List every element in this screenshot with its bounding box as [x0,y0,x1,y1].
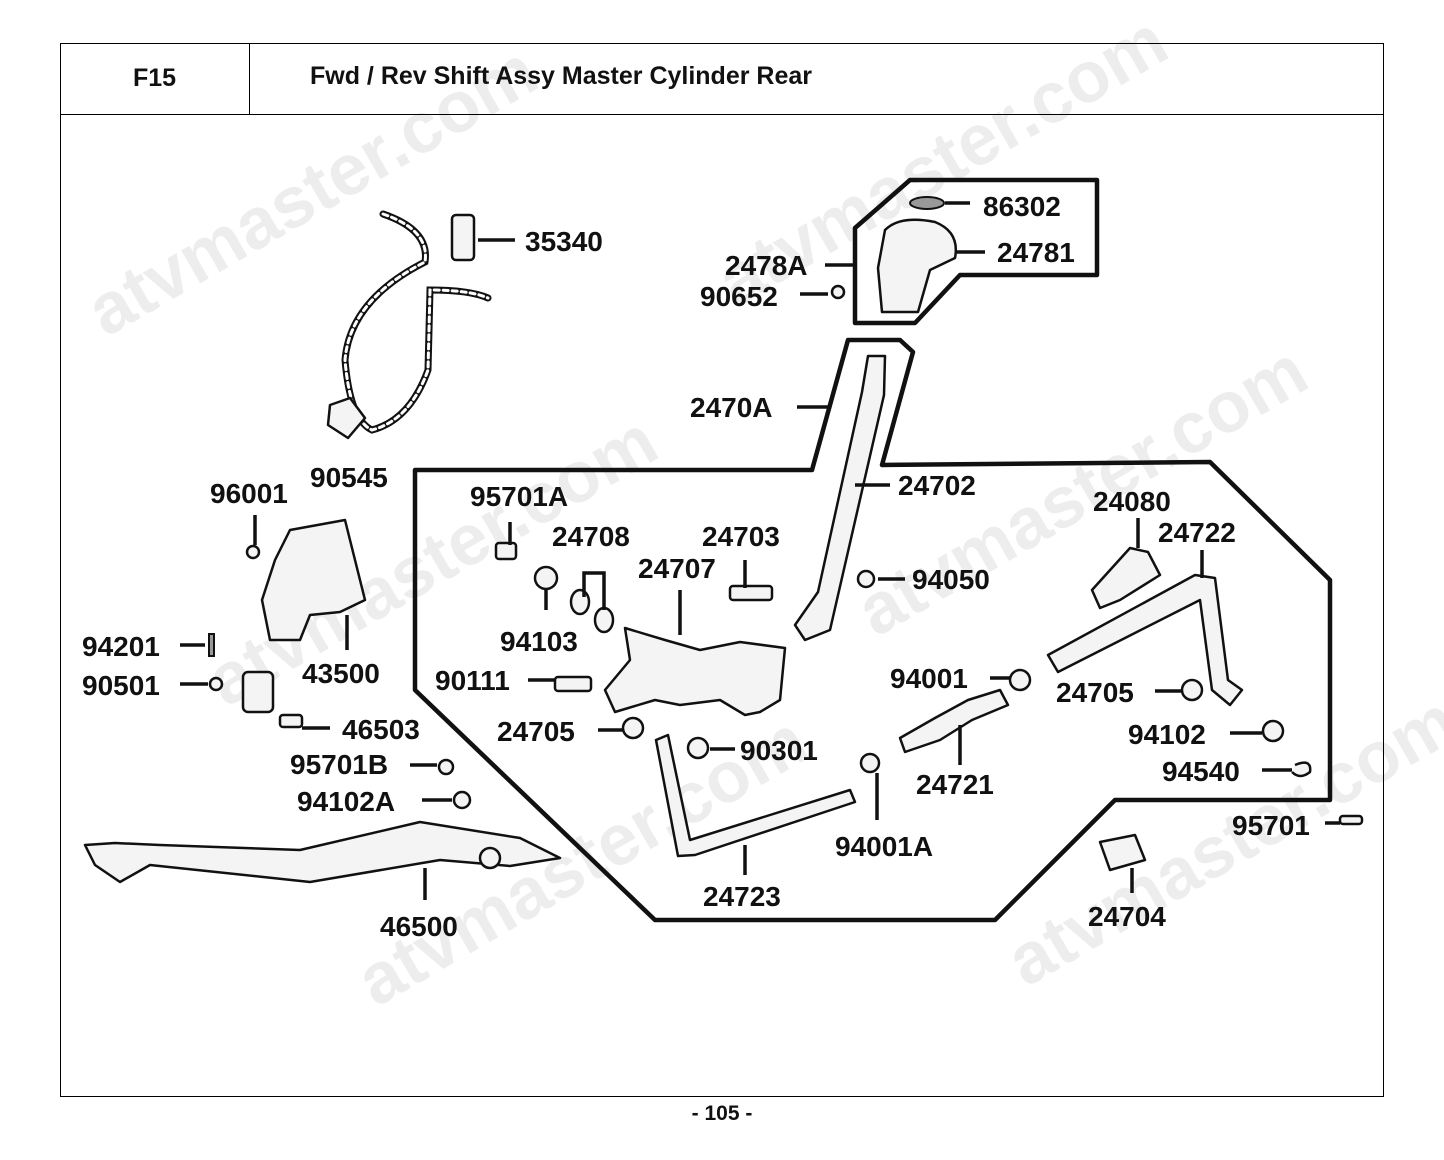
shift-rod-24723 [654,733,857,858]
callout-94540: 94540 [1162,756,1240,787]
callout-24707: 24707 [638,553,716,584]
callout-95701B: 95701B [290,749,388,780]
diagram-frame [60,43,1384,1097]
badge-86302 [909,196,945,210]
washer-90501 [208,676,224,692]
clevis-46503 [241,670,275,714]
callout-94103: 94103 [500,626,578,657]
callout-90501: 90501 [82,670,160,701]
shift-knob-24781 [876,218,958,314]
shift-arm-24707 [603,626,787,717]
spring-24704 [1098,833,1147,872]
pedal-pivot [478,846,502,870]
leader-24708 [582,571,606,610]
callout-94201: 94201 [82,631,160,662]
callout-2478A: 2478A [725,250,808,281]
nut-94001A [859,752,881,774]
callout-24708: 24708 [552,521,630,552]
clip-94540 [1291,761,1312,778]
callout-95701A: 95701A [470,481,568,512]
callout-86302: 86302 [983,191,1061,222]
title-divider [250,114,1384,115]
callout-24703: 24703 [702,521,780,552]
page-title: Fwd / Rev Shift Assy Master Cylinder Rea… [310,62,813,90]
callout-24702: 24702 [898,470,976,501]
page-number: - 105 - [691,1102,753,1125]
callout-46503: 46503 [342,714,420,745]
oring-24708b [593,606,615,634]
adjuster-24721 [898,688,1010,754]
bolt-24703 [728,584,774,602]
knob-group-outline [852,177,1100,326]
shift-rod-24722 [1046,573,1244,707]
brake-pedal-46500 [83,820,562,884]
callout-2470A: 2470A [690,392,773,423]
shift-lever-24702 [793,354,887,642]
collar-24705a [621,716,645,740]
callout-24705: 24705 [1056,677,1134,708]
callout-90545: 90545 [310,462,388,493]
nut-90652 [830,284,846,300]
callout-24722: 24722 [1158,517,1236,548]
callout-94050: 94050 [912,564,990,595]
callout-24723: 24723 [703,881,781,912]
collar-24705b [1180,678,1204,702]
bracket-24080 [1090,546,1162,610]
pin-95701 [1338,814,1364,826]
callout-90111: 90111 [435,665,510,696]
callout-95701: 95701 [1232,810,1310,841]
switch-35340 [450,213,476,262]
callout-46500: 46500 [380,911,458,942]
callout-24080: 24080 [1093,486,1171,517]
bracket-90545 [326,396,367,440]
bolt-95701A [494,541,518,561]
washer-94102 [1261,719,1285,743]
bolt-90111 [553,675,593,693]
pin-94201 [208,633,215,657]
pin-46503 [278,713,304,729]
shift-group-outline [412,337,1333,923]
washer-94050 [856,569,876,589]
oring-24708a [569,588,591,616]
callout-94102A: 94102A [297,786,395,817]
master-cylinder-43500 [260,518,367,642]
callout-94102: 94102 [1128,719,1206,750]
callout-90652: 90652 [700,281,778,312]
bolt-96001 [245,544,261,560]
callout-24721: 24721 [916,769,994,800]
callout-90301: 90301 [740,735,818,766]
diagram-code: F15 [60,43,250,115]
washer-94102A [452,790,472,810]
nut-90301 [686,736,710,760]
callout-24705: 24705 [497,716,575,747]
bolt-95701B [437,758,455,776]
callout-96001: 96001 [210,478,288,509]
nut-94001 [1008,668,1032,692]
callout-94001: 94001 [890,663,968,694]
callout-35340: 35340 [525,226,603,257]
callout-24781: 24781 [997,237,1075,268]
callout-43500: 43500 [302,658,380,689]
callout-94001A: 94001A [835,831,933,862]
washer-94103 [533,565,559,591]
callout-24704: 24704 [1088,901,1166,932]
